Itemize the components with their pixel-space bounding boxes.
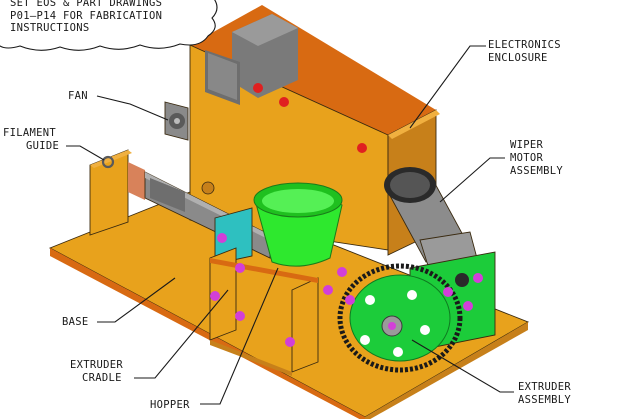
- label-wiper: WIPER: [510, 139, 543, 151]
- leader-hopper: [200, 267, 279, 405]
- hopper: [253, 182, 343, 267]
- label-enclosure: ENCLOSURE: [488, 52, 548, 64]
- switch-2: [279, 97, 289, 107]
- label-fan: FAN: [68, 90, 88, 102]
- fan: [164, 101, 189, 141]
- label-guide: GUIDE: [26, 140, 59, 152]
- label-base: BASE: [62, 316, 89, 328]
- leader-base: [97, 277, 176, 323]
- switch-group: [253, 83, 367, 153]
- leader-lines: [66, 45, 514, 405]
- filament-guide-post: [89, 149, 132, 236]
- label-base-text: BASE: [62, 316, 89, 328]
- switch-3: [357, 143, 367, 153]
- label-motor: MOTOR: [510, 152, 543, 164]
- callout-line-2: P01–P14 FOR FABRICATION: [10, 10, 162, 22]
- teal-bracket: [214, 207, 253, 265]
- label-extruder-assembly: EXTRUDER ASSEMBLY: [518, 381, 571, 406]
- electronics-box: [205, 14, 298, 105]
- wiper-motor: [384, 167, 479, 273]
- callout-line-3: INSTRUCTIONS: [10, 22, 89, 34]
- label-hopper-text: HOPPER: [150, 399, 190, 411]
- label-extruder-cradle: EXTRUDER CRADLE: [70, 359, 123, 384]
- switch-1: [253, 83, 263, 93]
- leader-extruder-assembly: [411, 339, 514, 393]
- label-filament-guide: FILAMENT GUIDE: [3, 127, 59, 152]
- fastener-group: [210, 233, 483, 347]
- label-fan-text: FAN: [68, 90, 88, 102]
- label-hopper: HOPPER: [150, 399, 190, 411]
- label-filament: FILAMENT: [3, 127, 56, 139]
- label-assembly: ASSEMBLY: [518, 394, 571, 406]
- leader-wiper-motor: [439, 157, 505, 203]
- label-wiper-motor-assembly: WIPER MOTOR ASSEMBLY: [510, 139, 563, 177]
- label-electronics-enclosure: ELECTRONICS ENCLOSURE: [488, 39, 561, 64]
- callout-cloud: SET EOS & PART DRAWINGS P01–P14 FOR FABR…: [0, 0, 218, 51]
- leader-filament-guide: [66, 145, 105, 161]
- leader-extruder-cradle: [134, 289, 229, 379]
- leader-electronics-enclosure: [409, 45, 486, 129]
- callout-line-1: SET EOS & PART DRAWINGS: [10, 0, 162, 9]
- extruder-cradle: [209, 247, 319, 376]
- label-wiper-assembly: ASSEMBLY: [510, 165, 563, 177]
- label-assembly-extruder: EXTRUDER: [518, 381, 571, 393]
- label-electronics: ELECTRONICS: [488, 39, 561, 51]
- label-cradle: CRADLE: [82, 372, 122, 384]
- leader-fan: [96, 95, 169, 121]
- label-cradle-extruder: EXTRUDER: [70, 359, 123, 371]
